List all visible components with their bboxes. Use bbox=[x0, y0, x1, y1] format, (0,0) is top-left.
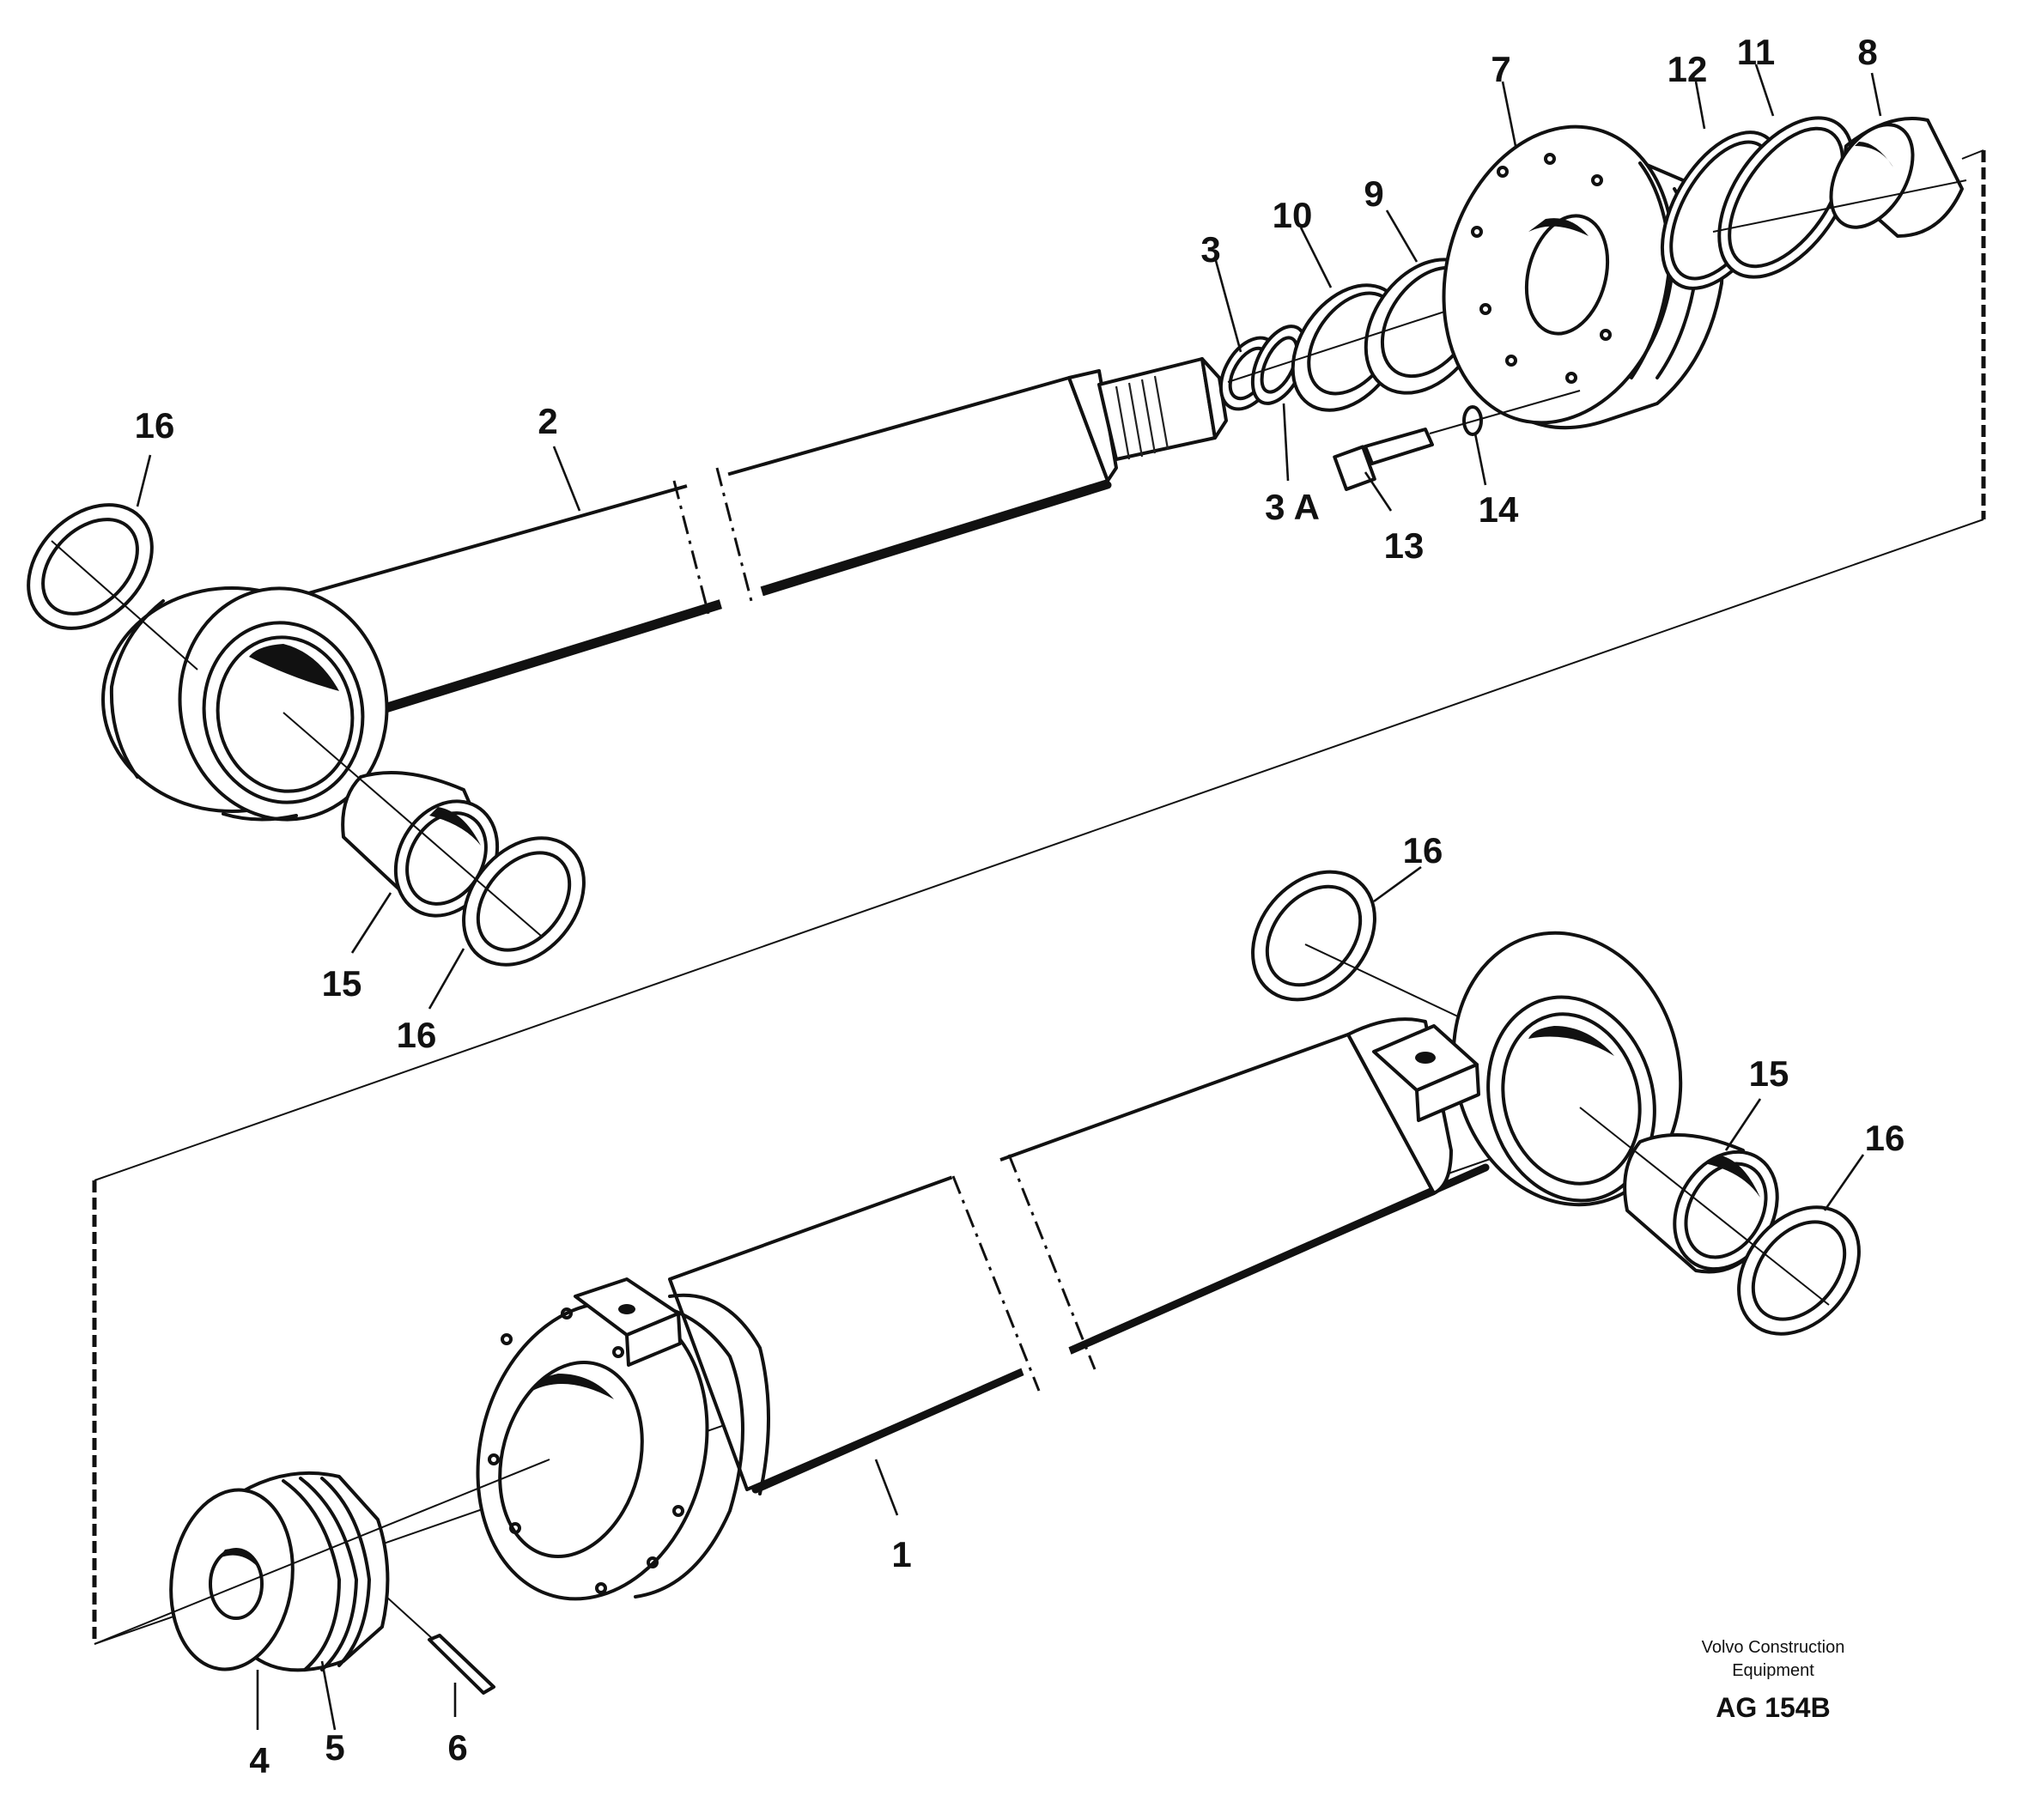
leader-lines bbox=[136, 64, 1882, 1731]
callout-13: 13 bbox=[1384, 525, 1425, 566]
cylinder-tube bbox=[476, 931, 1683, 1601]
tube-eye-seal-16-bottom bbox=[1579, 1107, 1861, 1336]
tube-eye-bushing-15 bbox=[1623, 1133, 1779, 1274]
callout-labels: 1 2 3 3 A 4 5 6 7 8 9 10 11 12 13 14 15 … bbox=[135, 32, 1905, 1781]
callout-15-upper: 15 bbox=[322, 963, 362, 1004]
tube-eye-seal-16-top bbox=[1251, 870, 1461, 1018]
callout-2: 2 bbox=[538, 401, 557, 441]
callout-1: 1 bbox=[891, 1534, 911, 1574]
callout-3: 3 bbox=[1200, 229, 1220, 270]
callout-9: 9 bbox=[1364, 173, 1383, 214]
assembly-frame bbox=[92, 149, 1986, 1645]
callout-3a: 3 A bbox=[1265, 487, 1320, 527]
callout-15-lower: 15 bbox=[1749, 1053, 1789, 1094]
brand-line-2: Equipment bbox=[1732, 1661, 1814, 1680]
head-seals-and-bushing bbox=[1660, 116, 1967, 290]
rod-eye-seal-16-top bbox=[27, 503, 198, 670]
screw-and-washer bbox=[1333, 390, 1581, 491]
callout-14: 14 bbox=[1479, 489, 1519, 530]
callout-7: 7 bbox=[1491, 49, 1510, 89]
callout-16-lower-right: 16 bbox=[1865, 1118, 1905, 1158]
figure-credit: Volvo Construction Equipment AG 154B bbox=[1702, 1638, 1845, 1723]
brand-line-1: Volvo Construction bbox=[1702, 1638, 1845, 1657]
callout-6: 6 bbox=[447, 1727, 467, 1768]
cylinder-head bbox=[1442, 124, 1724, 430]
callout-16-upper-left: 16 bbox=[135, 405, 175, 446]
callout-11: 11 bbox=[1737, 32, 1775, 72]
lock-pin bbox=[386, 1596, 495, 1695]
callout-4: 4 bbox=[249, 1740, 270, 1781]
figure-code: AG 154B bbox=[1716, 1692, 1830, 1723]
piston-rod bbox=[101, 357, 1228, 822]
rod-eye-seal-16-bottom bbox=[282, 712, 586, 967]
callout-16-upper-bottom: 16 bbox=[397, 1015, 437, 1055]
piston bbox=[94, 1459, 550, 1672]
callout-10: 10 bbox=[1273, 195, 1313, 235]
callout-8: 8 bbox=[1857, 32, 1877, 72]
callout-12: 12 bbox=[1668, 49, 1708, 89]
callout-5: 5 bbox=[325, 1727, 344, 1768]
callout-16-lower-top: 16 bbox=[1403, 830, 1443, 871]
